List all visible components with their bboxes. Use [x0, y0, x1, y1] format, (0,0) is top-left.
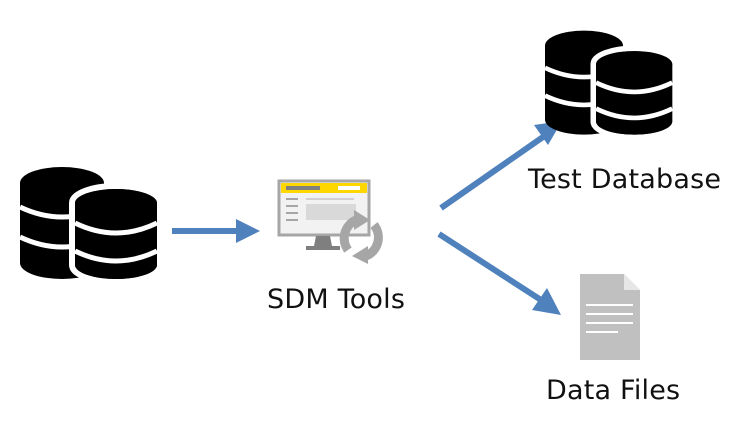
source-database-icon: [18, 167, 163, 285]
test-database-label: Test Database: [528, 164, 722, 195]
document-icon: [580, 274, 640, 360]
sdm-tools-label: SDM Tools: [267, 284, 406, 315]
test-database-icon: [544, 30, 678, 141]
monitor-sync-icon: [277, 179, 383, 264]
data-files-label: Data Files: [546, 375, 681, 406]
